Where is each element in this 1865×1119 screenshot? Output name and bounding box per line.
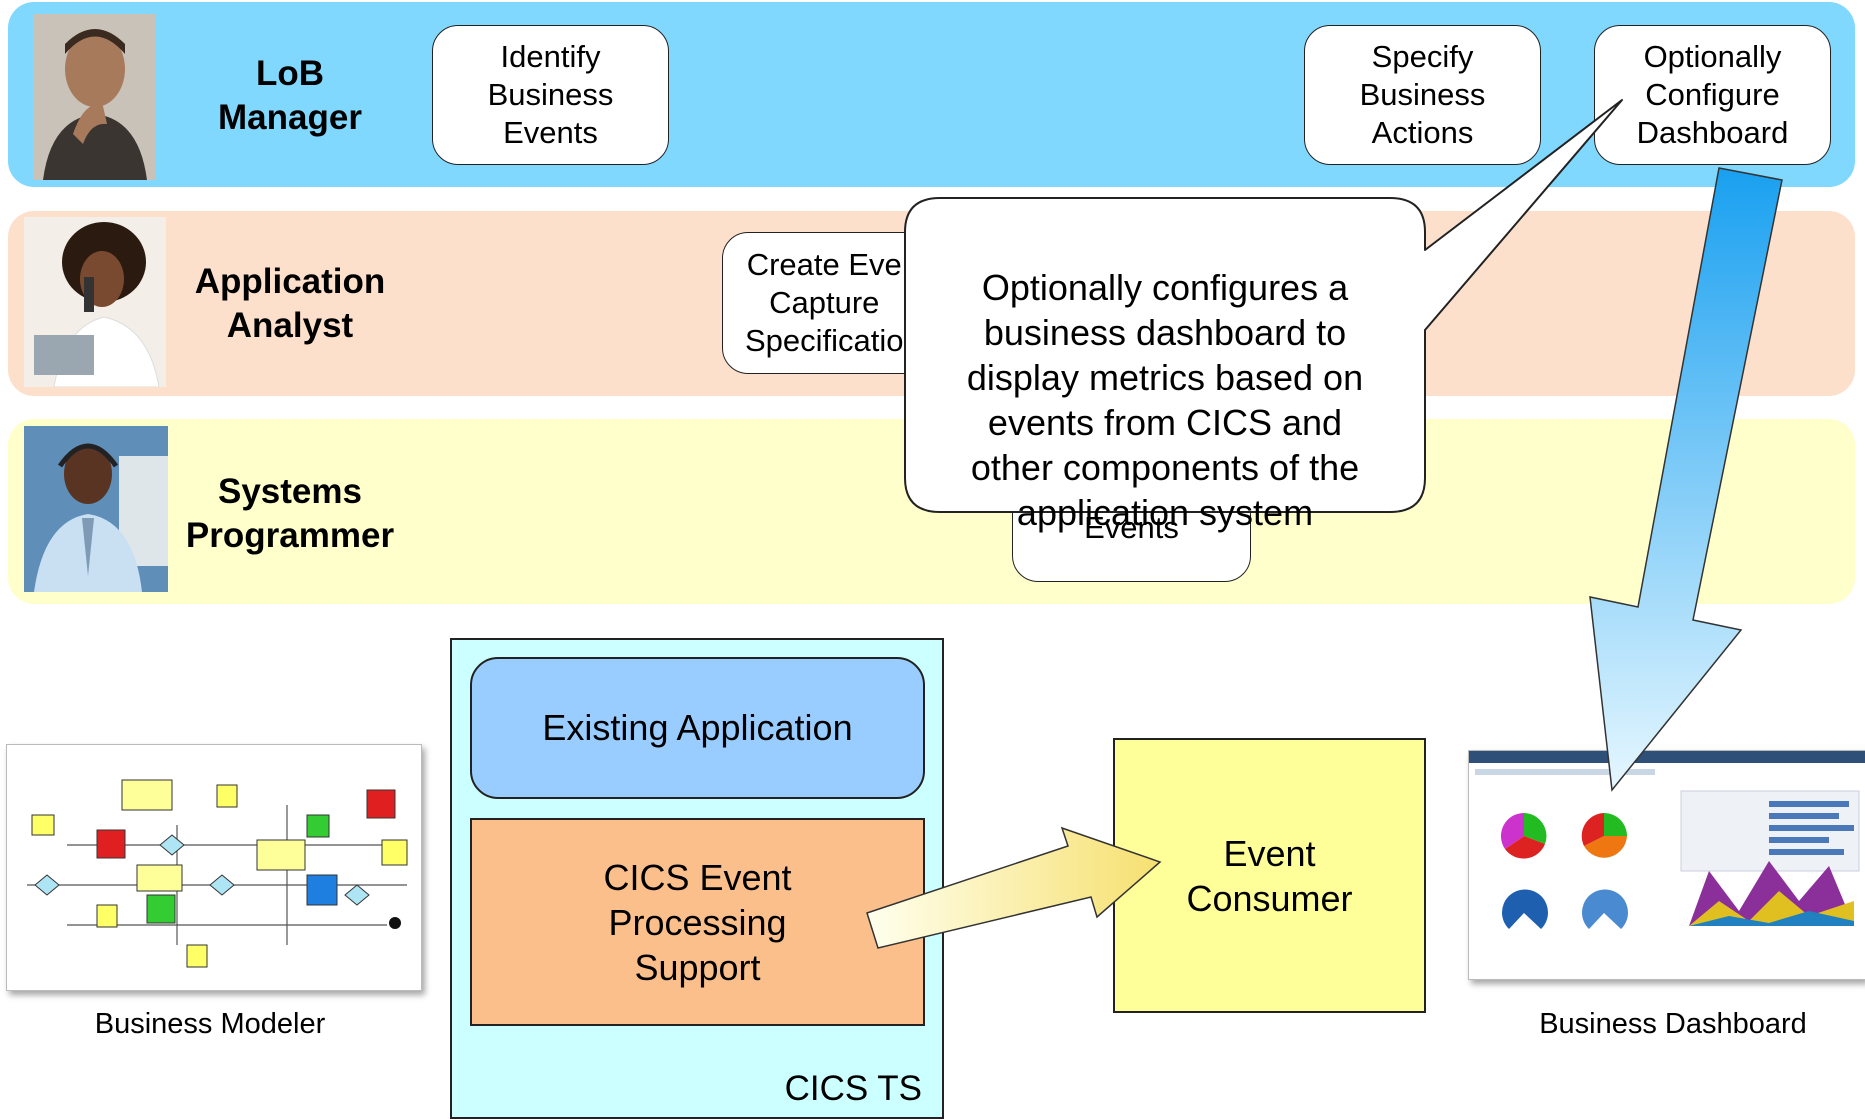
callout-bubble (904, 99, 1623, 513)
event-consumer-box[interactable]: Event Consumer (1113, 738, 1426, 1013)
cics-event-processing-support-box[interactable]: CICS Event Processing Support (470, 818, 925, 1026)
event-flow-arrow (866, 826, 1162, 949)
role-label-lob-manager: LoB Manager (218, 54, 362, 137)
application-analyst-photo (24, 217, 166, 388)
business-dashboard-caption: Business Dashboard (1539, 1008, 1807, 1040)
configure-dashboard-arrow (1589, 167, 1783, 792)
existing-application-box[interactable]: Existing Application (470, 657, 925, 799)
role-label-application-analyst: Application Analyst (194, 262, 386, 345)
task-specify-business-actions[interactable]: Specify Business Actions (1304, 25, 1541, 165)
business-modeler-image[interactable] (6, 744, 422, 991)
business-modeler-caption: Business Modeler (94, 1008, 326, 1040)
systems-programmer-photo (24, 426, 168, 592)
lob-manager-photo (33, 14, 155, 180)
task-identify-business-events[interactable]: Identify Business Events (432, 25, 669, 165)
business-dashboard-image[interactable] (1468, 750, 1865, 980)
callout-text: Optionally configures a business dashboa… (966, 267, 1364, 533)
role-label-systems-programmer: Systems Programmer (185, 472, 395, 555)
task-optionally-configure-dashboard[interactable]: Optionally Configure Dashboard (1594, 25, 1831, 165)
